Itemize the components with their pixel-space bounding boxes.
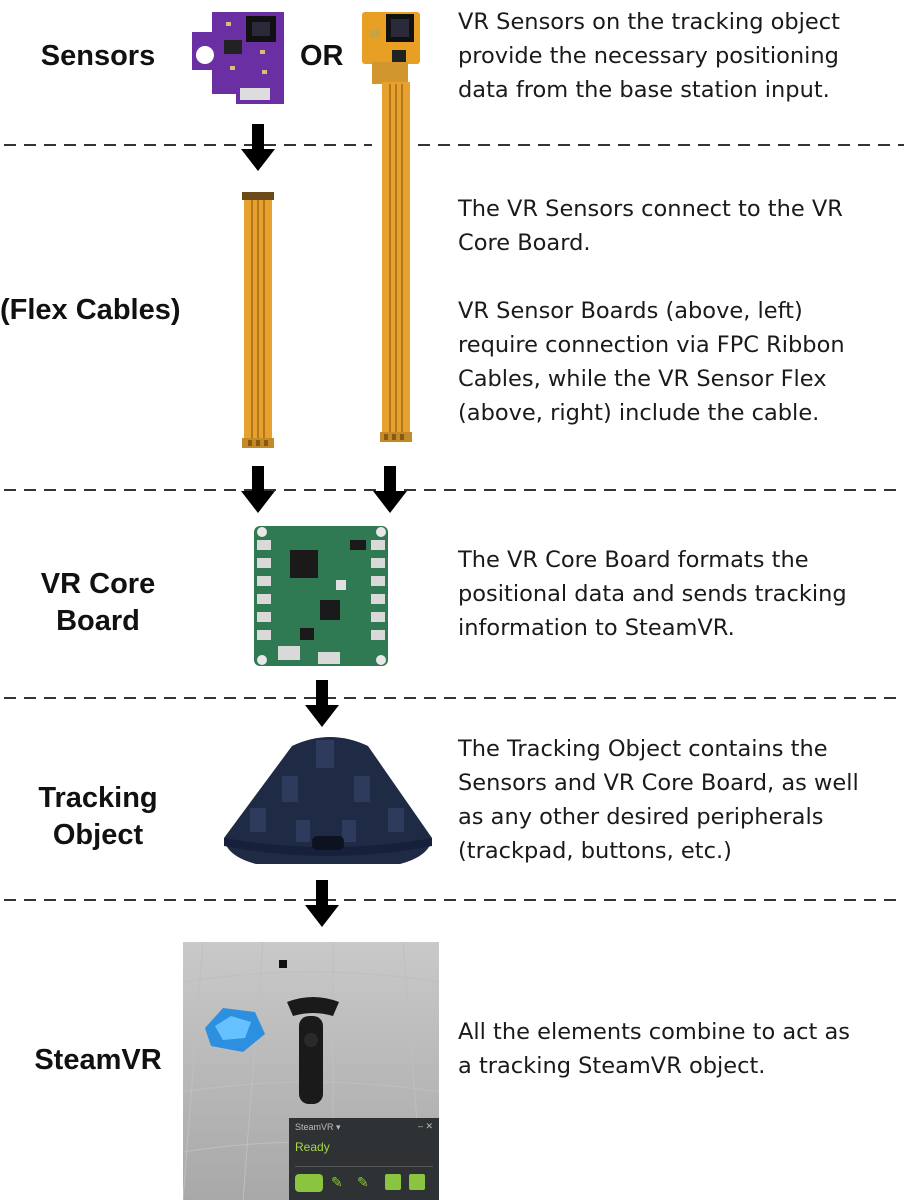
steamvr-status-text: Ready	[295, 1140, 330, 1154]
step-label-core-board: VR Core Board	[40, 568, 156, 637]
sensor-flex-image	[362, 12, 420, 442]
base-station-icon[interactable]	[385, 1174, 401, 1190]
controller-icon[interactable]: ✎	[357, 1174, 369, 1190]
headset-icon[interactable]	[295, 1174, 323, 1192]
steamvr-device-icons: ✎ ✎	[295, 1174, 439, 1194]
arrow-down-icon	[373, 466, 407, 513]
step-description-flex-cables: The VR Sensors connect to the VR Core Bo…	[458, 196, 845, 426]
flex-cable-image	[242, 192, 274, 448]
arrow-down-icon	[305, 880, 339, 927]
step-label-sensors: Sensors	[40, 40, 156, 72]
base-station-icon[interactable]	[409, 1174, 425, 1190]
steamvr-window-controls[interactable]: – ✕	[417, 1121, 433, 1131]
arrow-down-icon	[305, 680, 339, 727]
step-label-tracking-object: Tracking Object	[38, 782, 158, 851]
step-description-sensors: VR Sensors on the tracking object provid…	[458, 9, 840, 103]
step-description-steamvr: All the elements combine to act as a tra…	[458, 1019, 851, 1079]
steamvr-screenshot: SteamVR ▾ – ✕ Ready ✎ ✎	[183, 942, 439, 1200]
steamvr-scene	[183, 942, 439, 1200]
steamvr-window-title[interactable]: SteamVR ▾	[295, 1122, 341, 1132]
step-description-core-board: The VR Core Board formats the positional…	[458, 547, 847, 641]
step-description-tracking-object: The Tracking Object contains the Sensors…	[458, 736, 859, 864]
sensor-board-image	[192, 12, 284, 104]
controller-icon[interactable]: ✎	[331, 1174, 343, 1190]
or-text: OR	[300, 40, 344, 72]
step-label-flex-cables: (Flex Cables)	[0, 294, 181, 326]
steamvr-divider	[295, 1166, 433, 1167]
arrow-down-icon	[241, 466, 275, 513]
step-label-steamvr: SteamVR	[34, 1044, 162, 1076]
arrow-down-icon	[241, 124, 275, 171]
steamvr-status-window: SteamVR ▾ – ✕ Ready ✎ ✎	[289, 1118, 439, 1200]
